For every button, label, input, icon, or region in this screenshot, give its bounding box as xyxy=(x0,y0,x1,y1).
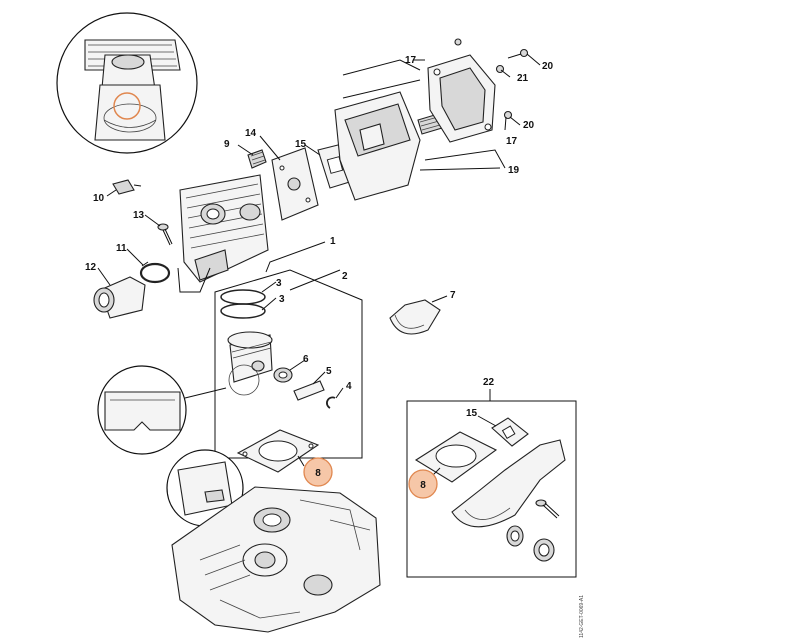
label-15b[interactable]: 15 xyxy=(466,408,478,419)
cylinder[interactable] xyxy=(179,174,269,283)
label-5[interactable]: 5 xyxy=(326,366,332,377)
callout-labels: 1 2 3 3 4 5 6 7 9 10 11 12 13 14 15 15 1… xyxy=(85,55,554,419)
gasket-set-box[interactable] xyxy=(406,389,577,578)
port-highlight-ring xyxy=(113,92,141,120)
assembly-outline xyxy=(214,241,363,459)
muffler[interactable] xyxy=(334,91,443,201)
detail-circle-cylinder xyxy=(56,12,198,154)
label-17b[interactable]: 17 xyxy=(506,136,518,147)
needle-cage[interactable] xyxy=(273,367,293,383)
label-10[interactable]: 10 xyxy=(93,193,105,204)
label-22[interactable]: 22 xyxy=(483,377,495,388)
spark-plug[interactable] xyxy=(247,149,267,169)
label-12[interactable]: 12 xyxy=(85,262,97,273)
leader-lines-top xyxy=(342,53,541,171)
piston-ring-upper[interactable] xyxy=(220,289,266,305)
hose-clamp[interactable] xyxy=(139,261,171,284)
piston-detail-marker xyxy=(228,364,260,396)
label-1[interactable]: 1 xyxy=(330,236,336,247)
label-21[interactable]: 21 xyxy=(517,73,529,84)
intake-manifold[interactable] xyxy=(93,276,146,319)
muffler-cover[interactable] xyxy=(427,54,496,143)
screw-20-top[interactable] xyxy=(507,48,529,59)
muffler-baffle[interactable] xyxy=(271,147,319,221)
circlip[interactable] xyxy=(326,396,336,409)
label-15a[interactable]: 15 xyxy=(295,139,307,150)
screw-20-bottom[interactable] xyxy=(503,110,513,131)
drawing-code: 1142-GET-0069-A1 xyxy=(579,595,585,638)
gasket-set-muffler-gasket[interactable] xyxy=(491,417,529,447)
label-8a: 8 xyxy=(315,468,321,479)
cylinder-clamp[interactable] xyxy=(389,299,441,335)
label-3a[interactable]: 3 xyxy=(276,278,282,289)
label-20a[interactable]: 20 xyxy=(542,61,554,72)
gasket-set-seal-small[interactable] xyxy=(506,525,524,547)
decompression-valve[interactable] xyxy=(112,179,142,195)
label-20b[interactable]: 20 xyxy=(523,120,535,131)
callout-8-main[interactable]: 8 xyxy=(303,457,333,487)
gasket-set-seal-large[interactable] xyxy=(533,538,555,562)
gasket-set-base-gasket[interactable] xyxy=(414,431,498,483)
detail-circle-crankcase xyxy=(166,449,266,527)
leader-lines xyxy=(97,135,497,479)
gasket-set-screw[interactable] xyxy=(535,499,560,519)
label-4[interactable]: 4 xyxy=(346,381,352,392)
cylinder-bracket xyxy=(177,267,211,293)
label-11[interactable]: 11 xyxy=(116,243,127,254)
callout-8-gasket-set[interactable]: 8 xyxy=(408,469,438,499)
label-8b: 8 xyxy=(420,480,426,491)
label-3b[interactable]: 3 xyxy=(279,294,285,305)
crankcase[interactable] xyxy=(171,486,381,633)
screw-top-small[interactable] xyxy=(454,38,462,46)
label-13[interactable]: 13 xyxy=(133,210,145,221)
label-17a[interactable]: 17 xyxy=(405,55,417,66)
detail-circle-piston xyxy=(97,365,227,455)
piston-ring-lower[interactable] xyxy=(220,303,266,319)
label-2[interactable]: 2 xyxy=(342,271,348,282)
label-19[interactable]: 19 xyxy=(508,165,520,176)
piston[interactable] xyxy=(227,331,273,383)
label-14[interactable]: 14 xyxy=(245,128,257,139)
label-9[interactable]: 9 xyxy=(224,139,230,150)
screw-13[interactable] xyxy=(157,223,173,246)
base-gasket[interactable] xyxy=(236,429,320,473)
label-6[interactable]: 6 xyxy=(303,354,309,365)
gasket-set-crankcase-gasket[interactable] xyxy=(451,439,566,528)
piston-pin[interactable] xyxy=(293,380,325,401)
label-7[interactable]: 7 xyxy=(450,290,456,301)
